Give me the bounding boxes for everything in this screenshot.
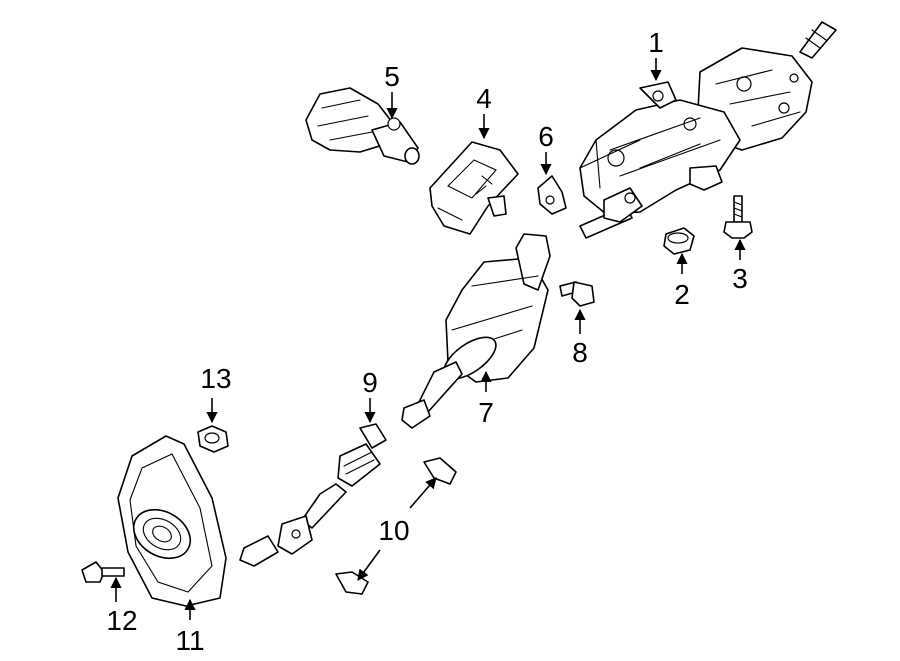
callout-3: 3 [732,263,748,294]
callout-7: 7 [478,397,494,428]
callout-4: 4 [476,83,492,114]
callout-1: 1 [648,27,664,58]
callout-numbers: 1 2 3 4 5 6 7 8 9 10 11 12 13 [106,27,747,656]
leader-10b [357,549,381,581]
part-8-bolt [559,281,595,307]
part-12-bolt [81,561,125,583]
callout-10: 10 [378,515,409,546]
part-3-bolt [723,195,753,239]
part-13-nut [197,425,229,453]
part-9-lower-shaft [239,423,387,567]
part-4-bracket [429,141,519,235]
leader-10a [409,477,437,509]
part-1-steering-column [579,21,837,239]
callout-9: 9 [362,367,378,398]
part-5-switch-assembly [305,87,420,165]
part-6-clip [537,175,567,215]
callout-13: 13 [200,363,231,394]
callout-12: 12 [106,605,137,636]
callout-2: 2 [674,279,690,310]
callout-5: 5 [384,61,400,92]
callout-11: 11 [175,625,204,656]
callout-6: 6 [538,121,554,152]
part-11-boot-seal [117,435,227,607]
part-2-nut [663,227,695,255]
part-7-shaft-housing [401,233,551,429]
callout-8: 8 [572,337,588,368]
leader-lines [110,58,746,620]
